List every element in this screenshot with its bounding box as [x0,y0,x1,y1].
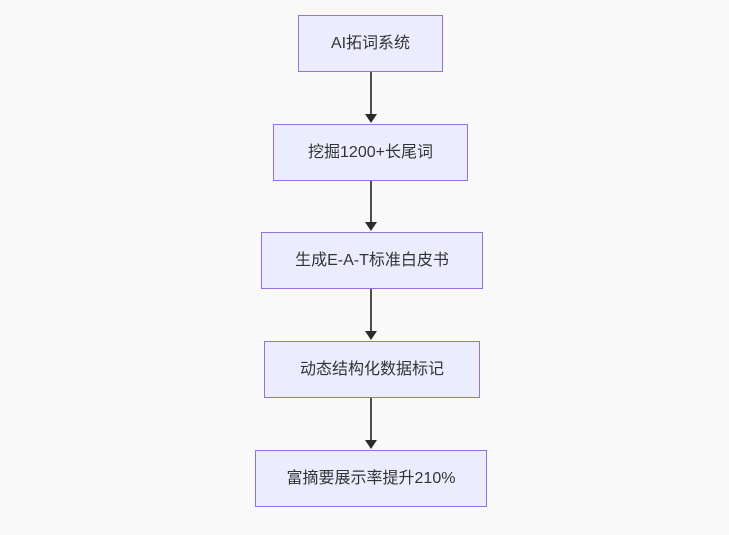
flow-arrow-4 [365,398,377,449]
flow-arrow-2 [365,181,377,231]
arrowhead-down-icon [365,331,377,340]
flow-node-label: AI拓词系统 [330,34,411,52]
arrow-line [370,181,372,222]
flow-node-label: 生成E-A-T标准白皮书 [295,251,449,269]
flow-node-structured-data-markup: 动态结构化数据标记 [264,341,480,398]
flow-node-label: 动态结构化数据标记 [299,360,444,378]
arrow-line [370,398,372,440]
flow-node-eat-whitepaper: 生成E-A-T标准白皮书 [261,232,483,289]
flow-arrow-1 [365,72,377,123]
arrowhead-down-icon [365,440,377,449]
arrow-line [370,72,372,114]
flow-node-longtail-mining: 挖掘1200+长尾词 [273,124,468,181]
arrowhead-down-icon [365,114,377,123]
flow-node-ai-keyword-system: AI拓词系统 [298,15,443,72]
flow-node-rich-snippet-result: 富摘要展示率提升210% [255,450,487,507]
flow-arrow-3 [365,289,377,340]
flow-node-label: 挖掘1200+长尾词 [308,143,433,161]
flow-node-label: 富摘要展示率提升210% [286,469,456,487]
arrow-line [370,289,372,331]
arrowhead-down-icon [365,222,377,231]
